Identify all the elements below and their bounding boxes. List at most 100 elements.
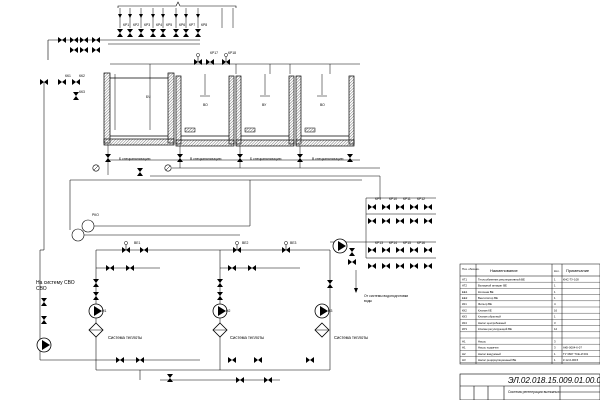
- svg-text:Система теплоты: Система теплоты: [230, 335, 264, 340]
- svg-text:От системы водоподготовки: От системы водоподготовки: [364, 294, 408, 298]
- top-inlet-arrows: [118, 14, 200, 18]
- table-cell: Н1: [462, 339, 466, 343]
- table-cell: EE1: [462, 290, 468, 294]
- table-cell: 1: [554, 284, 556, 288]
- table-cell: Н2: [462, 352, 466, 356]
- table-cell: КНС-ТУ-108: [563, 277, 579, 281]
- table-cell: 1: [554, 358, 556, 362]
- table-cell: 1: [554, 315, 556, 319]
- svg-text:КР8: КР8: [201, 23, 207, 27]
- left-valve-labels: КК1 КК2 КК3: [65, 74, 85, 94]
- right-valve-bank: [365, 176, 436, 259]
- top-valve-row-1: [117, 29, 201, 37]
- svg-text:КР4: КР4: [156, 23, 162, 27]
- vessel-tags: БЧ ВО ВУ ВО: [146, 95, 325, 107]
- vessels: [103, 72, 355, 147]
- table-cell: Насос вакуумный: [478, 352, 501, 356]
- svg-text:Система теплоты: Система теплоты: [108, 335, 142, 340]
- table-cell: АКК-0004-К-07: [563, 346, 582, 350]
- drain-lines: [107, 145, 380, 177]
- svg-text:КР7: КР7: [189, 23, 195, 27]
- svg-text:Б спецканализацию: Б спецканализацию: [250, 157, 282, 161]
- title-block: [459, 373, 600, 400]
- table-cell: Насос: [478, 339, 487, 343]
- table-cell: КК4: [462, 321, 467, 325]
- table-cell: Клапан КЕ: [478, 308, 492, 312]
- table-cell: 3: [554, 339, 556, 343]
- svg-text:КР9: КР9: [375, 197, 381, 201]
- table-cell: Насос подкачки: [478, 346, 499, 350]
- svg-text:Н3: Н3: [328, 309, 332, 313]
- table-cell: КК3: [462, 315, 467, 319]
- table-cell: Насос центробежный: [478, 321, 506, 325]
- table-cell: Фильтр ВЕ: [478, 302, 492, 306]
- svg-text:КК1: КК1: [65, 74, 71, 78]
- loop-valves: [41, 241, 356, 383]
- heat-exchangers: [71, 219, 95, 242]
- table-cell: AT2: [462, 284, 467, 288]
- filter-3: [314, 322, 330, 338]
- table-cell: К 12-0-0015: [563, 358, 579, 362]
- doc-title: Система регенерации вытяжных: [508, 390, 560, 394]
- svg-text:БЧ: БЧ: [146, 95, 150, 99]
- svg-text:КР2: КР2: [133, 23, 139, 27]
- svg-text:КР11: КР11: [403, 197, 411, 201]
- svg-text:Наименование: Наименование: [490, 268, 519, 273]
- svg-text:КР3: КР3: [144, 23, 150, 27]
- svg-text:КК2: КК2: [79, 74, 85, 78]
- table-cell: Вентилятор ВЕ: [478, 296, 498, 300]
- table-cell: Н1: [462, 346, 466, 350]
- drain-system-label: От системы водоподготовки воды: [364, 294, 408, 303]
- table-cell: КК2: [462, 308, 467, 312]
- tag-pko: РКО: [92, 213, 99, 217]
- filter-2: [212, 322, 228, 338]
- spec-table-rows: AT1 Теплообменник рекуперативный ВЕ 1 КНС-Т…: [460, 277, 600, 363]
- svg-text:СВО: СВО: [36, 286, 47, 292]
- svg-text:КР13: КР13: [375, 241, 383, 245]
- table-cell: 4: [554, 302, 556, 306]
- gauge-2: [164, 164, 172, 172]
- right-valve-labels: КР9 КР10 КР11 КР12 КР13 КР14 КР15 КР16: [375, 197, 425, 245]
- table-cell: 1: [554, 352, 556, 356]
- table-cell: КР1: [462, 327, 467, 331]
- svg-text:В спецканализацию: В спецканализацию: [190, 157, 222, 161]
- pump-h2: [212, 303, 228, 319]
- svg-text:Кол.: Кол.: [554, 269, 560, 273]
- left-valve-column: [40, 79, 80, 100]
- table-cell: AT1: [462, 277, 467, 281]
- table-cell: Теплообменник рекуперативный ВЕ: [478, 277, 525, 281]
- table-cell: КК1: [462, 302, 467, 306]
- vessel-internals: [114, 74, 327, 133]
- top-valve-row-1-labels: КР1 КР2 КР3 КР4 КР5 КР6 КР7 КР8: [123, 23, 207, 27]
- pump-aux: [36, 337, 52, 353]
- top-brace: [117, 1, 237, 8]
- table-cell: Клапан обратный: [478, 315, 501, 319]
- drain-arrow: [354, 288, 358, 293]
- pump-h1: [88, 303, 104, 319]
- spec-table-header: Поз. обознач. Наименование Кол. Примечан…: [462, 267, 590, 273]
- table-cell: Н3: [462, 358, 466, 362]
- svg-text:В спецканализацию: В спецканализацию: [312, 157, 344, 161]
- table-cell: 1: [554, 290, 556, 294]
- drain-labels: Б спецканализацию В спецканализацию Б сп…: [119, 157, 344, 161]
- svg-text:КР6: КР6: [179, 23, 185, 27]
- svg-text:На систему СВО: На систему СВО: [36, 280, 75, 286]
- svg-text:ВЕ1: ВЕ1: [134, 241, 141, 245]
- svg-text:ВЕ2: ВЕ2: [242, 241, 249, 245]
- tank-inlet-valves: [193, 53, 231, 66]
- table-cell: 3: [554, 346, 556, 350]
- table-cell: ТУ 3667 ТСЕ-И 001: [563, 352, 589, 356]
- svg-text:КР12: КР12: [417, 197, 425, 201]
- table-cell: Выпарной аппарат ВЕ: [478, 284, 507, 288]
- svg-text:КР14: КР14: [389, 241, 397, 245]
- svg-text:КР15: КР15: [403, 241, 411, 245]
- svg-text:КР1: КР1: [123, 23, 129, 27]
- spec-table: [459, 263, 600, 365]
- table-cell: 1: [554, 277, 556, 281]
- table-cell: 16: [554, 308, 558, 312]
- table-cell: Насос рециркуляционный ВЕ: [478, 358, 516, 362]
- svg-text:КР10: КР10: [389, 197, 397, 201]
- svg-text:ВО: ВО: [203, 103, 208, 107]
- svg-text:Н2: Н2: [226, 309, 230, 313]
